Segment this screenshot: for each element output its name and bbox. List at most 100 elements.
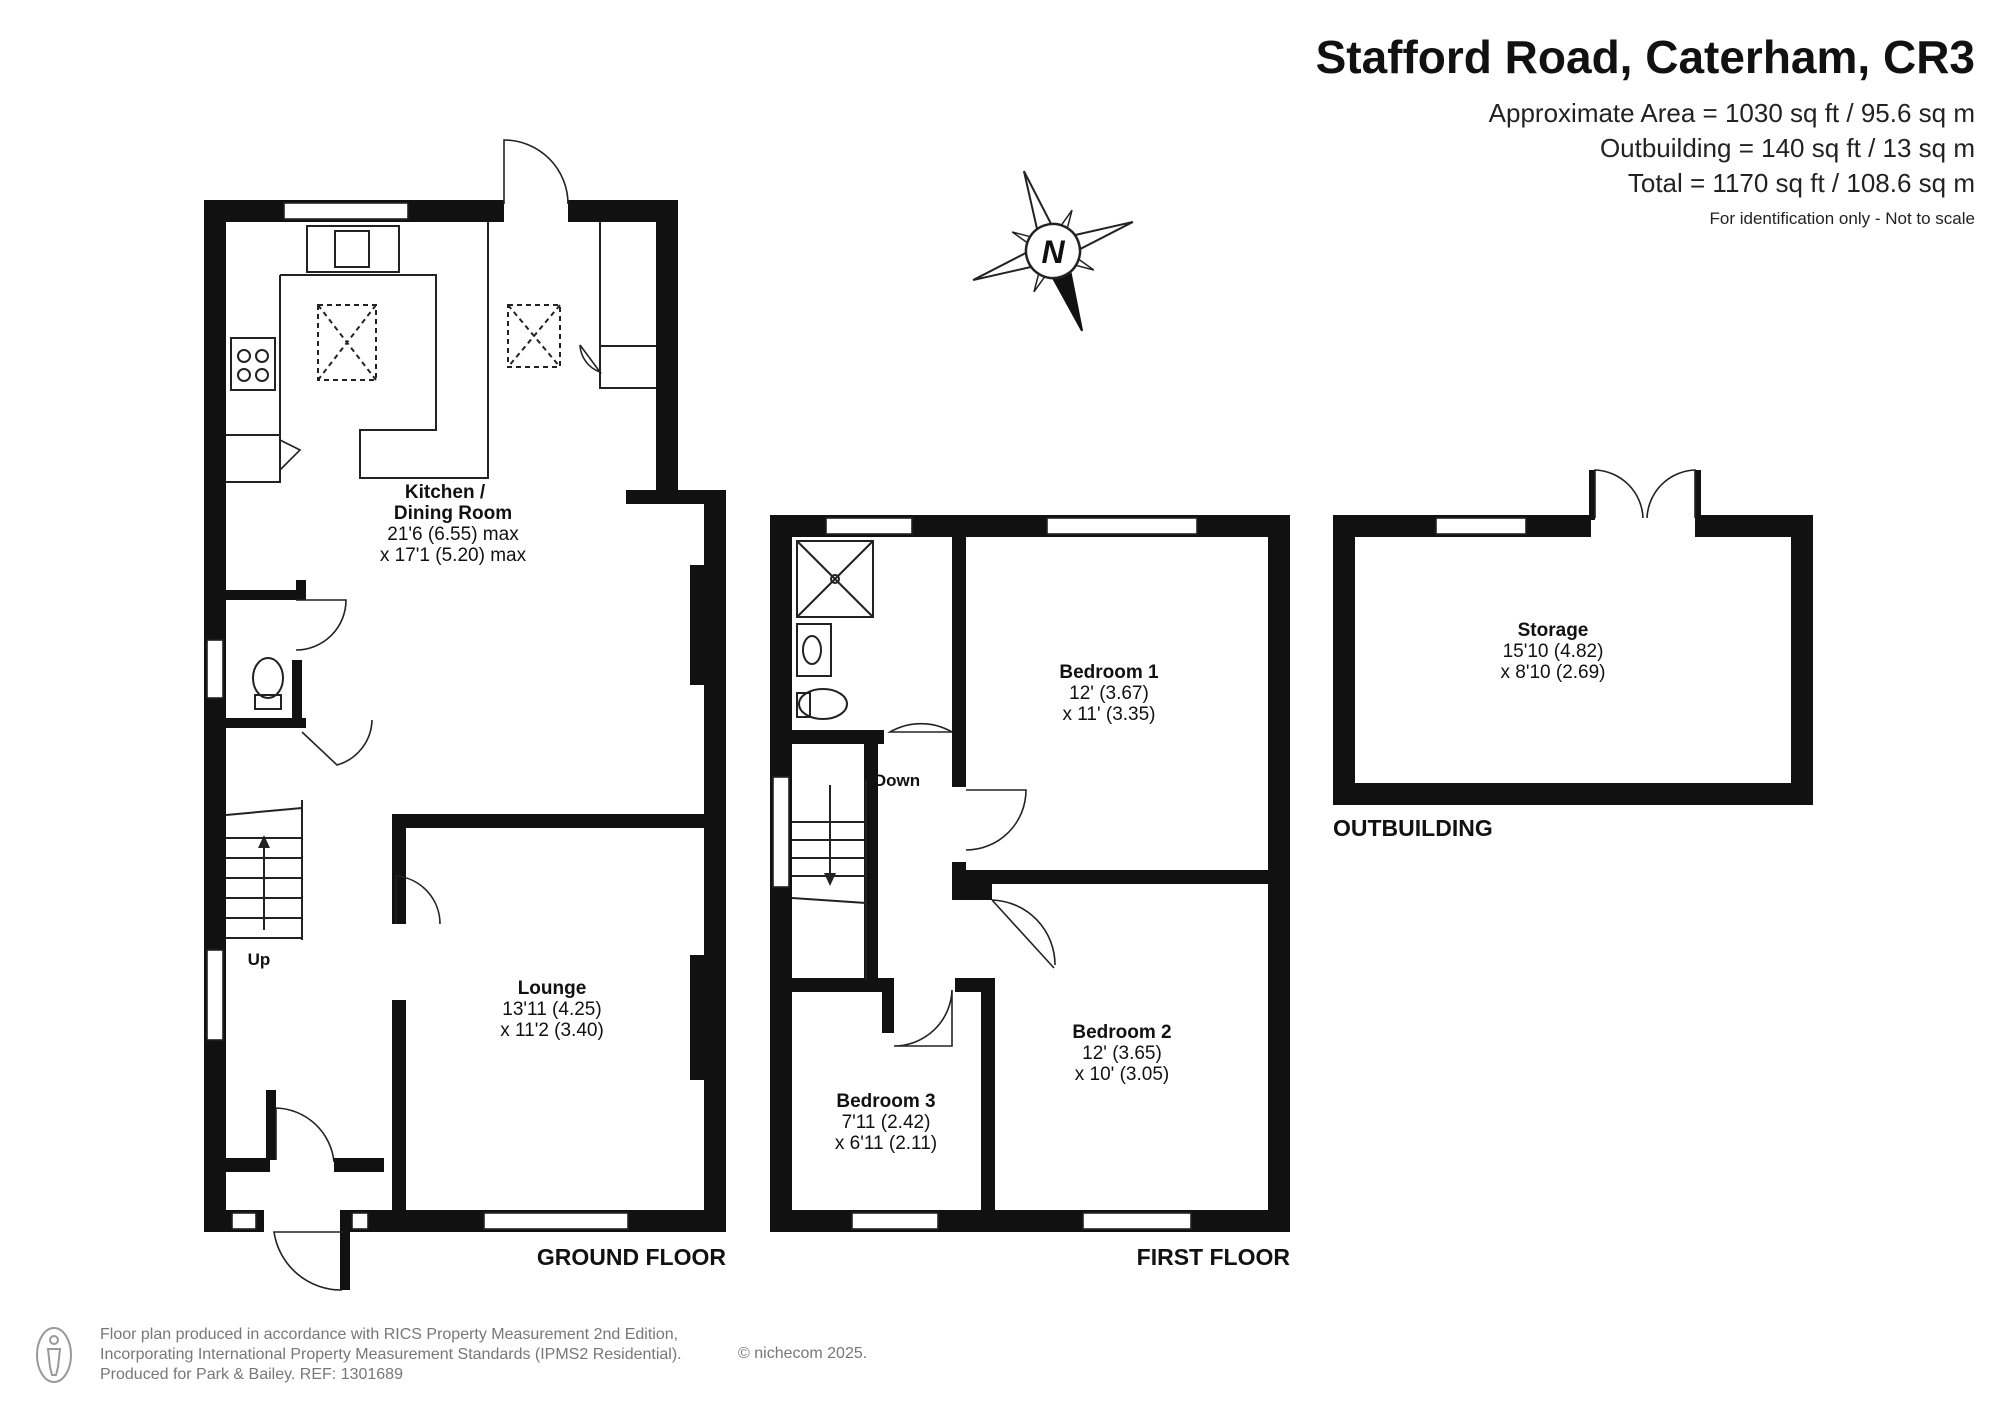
toilet-icon <box>254 694 282 710</box>
room-name-bedroom1: Bedroom 1 <box>1059 662 1159 683</box>
page-title: Stafford Road, Caterham, CR3 <box>1315 31 1975 83</box>
door-swing <box>275 1107 335 1163</box>
stairs-up-label: Up <box>248 950 271 969</box>
kitchen-counter <box>226 275 281 436</box>
window <box>351 1212 369 1230</box>
room-name-bedroom2: Bedroom 2 <box>1072 1022 1171 1043</box>
wall <box>392 1000 406 1222</box>
wall <box>334 1158 384 1172</box>
shower-tray-icon <box>796 540 874 618</box>
total-area: Total = 1170 sq ft / 108.6 sq m <box>1627 168 1975 198</box>
copyright: © nichecom 2025. <box>738 1345 868 1362</box>
room-dims-bedroom3: 7'11 (2.42) <box>842 1112 931 1133</box>
outbuilding-label: OUTBUILDING <box>1333 815 1493 841</box>
wall <box>296 580 306 600</box>
outbuilding-area: Outbuilding = 140 sq ft / 13 sq m <box>1599 133 1975 163</box>
wall <box>1268 515 1290 1232</box>
wall <box>226 590 306 600</box>
wall <box>292 660 302 728</box>
outbuilding: Storage 15'10 (4.82) x 8'10 (2.69) OUTBU… <box>1333 469 1813 841</box>
window <box>851 1212 939 1230</box>
room-dims-bedroom3: x 6'11 (2.11) <box>835 1133 937 1154</box>
kitchen-counter <box>226 435 281 483</box>
room-dims-lounge: x 11'2 (3.40) <box>500 1020 604 1041</box>
wall <box>340 1210 350 1290</box>
room-dims-storage: x 8'10 (2.69) <box>1500 662 1605 683</box>
wall <box>392 814 406 924</box>
wall <box>770 1210 1290 1232</box>
room-dims-bedroom2: 12' (3.65) <box>1082 1043 1162 1064</box>
footer-line: Incorporating International Property Mea… <box>100 1346 682 1363</box>
room-dims-bedroom2: x 10' (3.05) <box>1075 1064 1169 1085</box>
skylight <box>507 304 561 368</box>
room-dims-bedroom1: x 11' (3.35) <box>1062 704 1155 725</box>
window <box>206 639 224 699</box>
shower-tray-icon <box>830 574 840 584</box>
footer-text: Floor plan produced in accordance with R… <box>100 1325 682 1385</box>
room-dims-storage: 15'10 (4.82) <box>1503 641 1604 662</box>
hob-icon <box>237 349 251 363</box>
chimney-breast <box>690 955 706 1080</box>
staircase <box>225 800 303 940</box>
hob-icon <box>255 349 269 363</box>
basin-icon <box>802 635 822 665</box>
approximate-area: Approximate Area = 1030 sq ft / 95.6 sq … <box>1488 98 1975 128</box>
door-swing <box>295 599 347 651</box>
door-swing <box>503 139 569 205</box>
first-floor-label: FIRST FLOOR <box>1137 1244 1291 1270</box>
wall <box>204 200 226 1232</box>
wall <box>1589 470 1595 520</box>
wall <box>204 1158 270 1172</box>
window <box>1082 1212 1192 1230</box>
door-swing <box>893 989 953 1047</box>
wall <box>656 200 678 500</box>
skylight <box>317 304 377 381</box>
wall <box>952 870 1268 884</box>
ground-floor: Kitchen / Dining Room 21'6 (6.55) max x … <box>204 139 726 1291</box>
stairs-down-label: Down <box>874 771 920 790</box>
door-swing <box>1646 469 1696 519</box>
window <box>772 776 790 888</box>
skylight <box>317 304 377 381</box>
ground-floor-label: GROUND FLOOR <box>537 1244 726 1270</box>
door-swing <box>1594 469 1644 519</box>
room-dims-kitchen: 21'6 (6.55) max <box>387 524 519 545</box>
footer-line: Produced for Park & Bailey. REF: 1301689 <box>100 1366 403 1383</box>
wall <box>1695 515 1813 537</box>
wall <box>1695 470 1701 520</box>
room-name-bedroom3: Bedroom 3 <box>836 1091 935 1112</box>
toilet-icon <box>796 692 811 718</box>
door-swing <box>273 1231 343 1291</box>
door-swing <box>395 875 441 925</box>
door-swing <box>887 722 953 733</box>
compass-rose-icon <box>972 170 1134 332</box>
wall <box>1333 783 1813 805</box>
first-floor: Down Bedroom 1 12' (3.67) x 11' (3.35) B… <box>770 515 1290 1270</box>
room-dims-kitchen: x 17'1 (5.20) max <box>380 545 527 566</box>
wall <box>981 978 995 1210</box>
wall <box>626 490 726 504</box>
door-swing <box>579 344 603 374</box>
room-dims-bedroom1: 12' (3.67) <box>1069 683 1149 704</box>
door-swing <box>965 789 1027 851</box>
door-swing <box>279 439 302 471</box>
window <box>206 949 224 1041</box>
room-name-kitchen: Dining Room <box>394 503 512 524</box>
room-dims-lounge: 13'11 (4.25) <box>502 999 601 1020</box>
sink-icon <box>306 225 400 273</box>
wall <box>266 1090 276 1160</box>
door-swing <box>301 719 373 766</box>
wall <box>568 200 678 222</box>
footer-line: Floor plan produced in accordance with R… <box>100 1326 679 1343</box>
room-name-storage: Storage <box>1518 620 1589 641</box>
staircase <box>791 780 867 980</box>
window <box>1435 517 1527 535</box>
kitchen-counter <box>280 222 489 479</box>
window <box>231 1212 257 1230</box>
window <box>1046 517 1198 535</box>
chimney-breast <box>690 565 706 685</box>
identification-note: For identification only - Not to scale <box>1709 209 1975 228</box>
wall <box>226 718 306 728</box>
kitchen-counter <box>599 222 656 389</box>
